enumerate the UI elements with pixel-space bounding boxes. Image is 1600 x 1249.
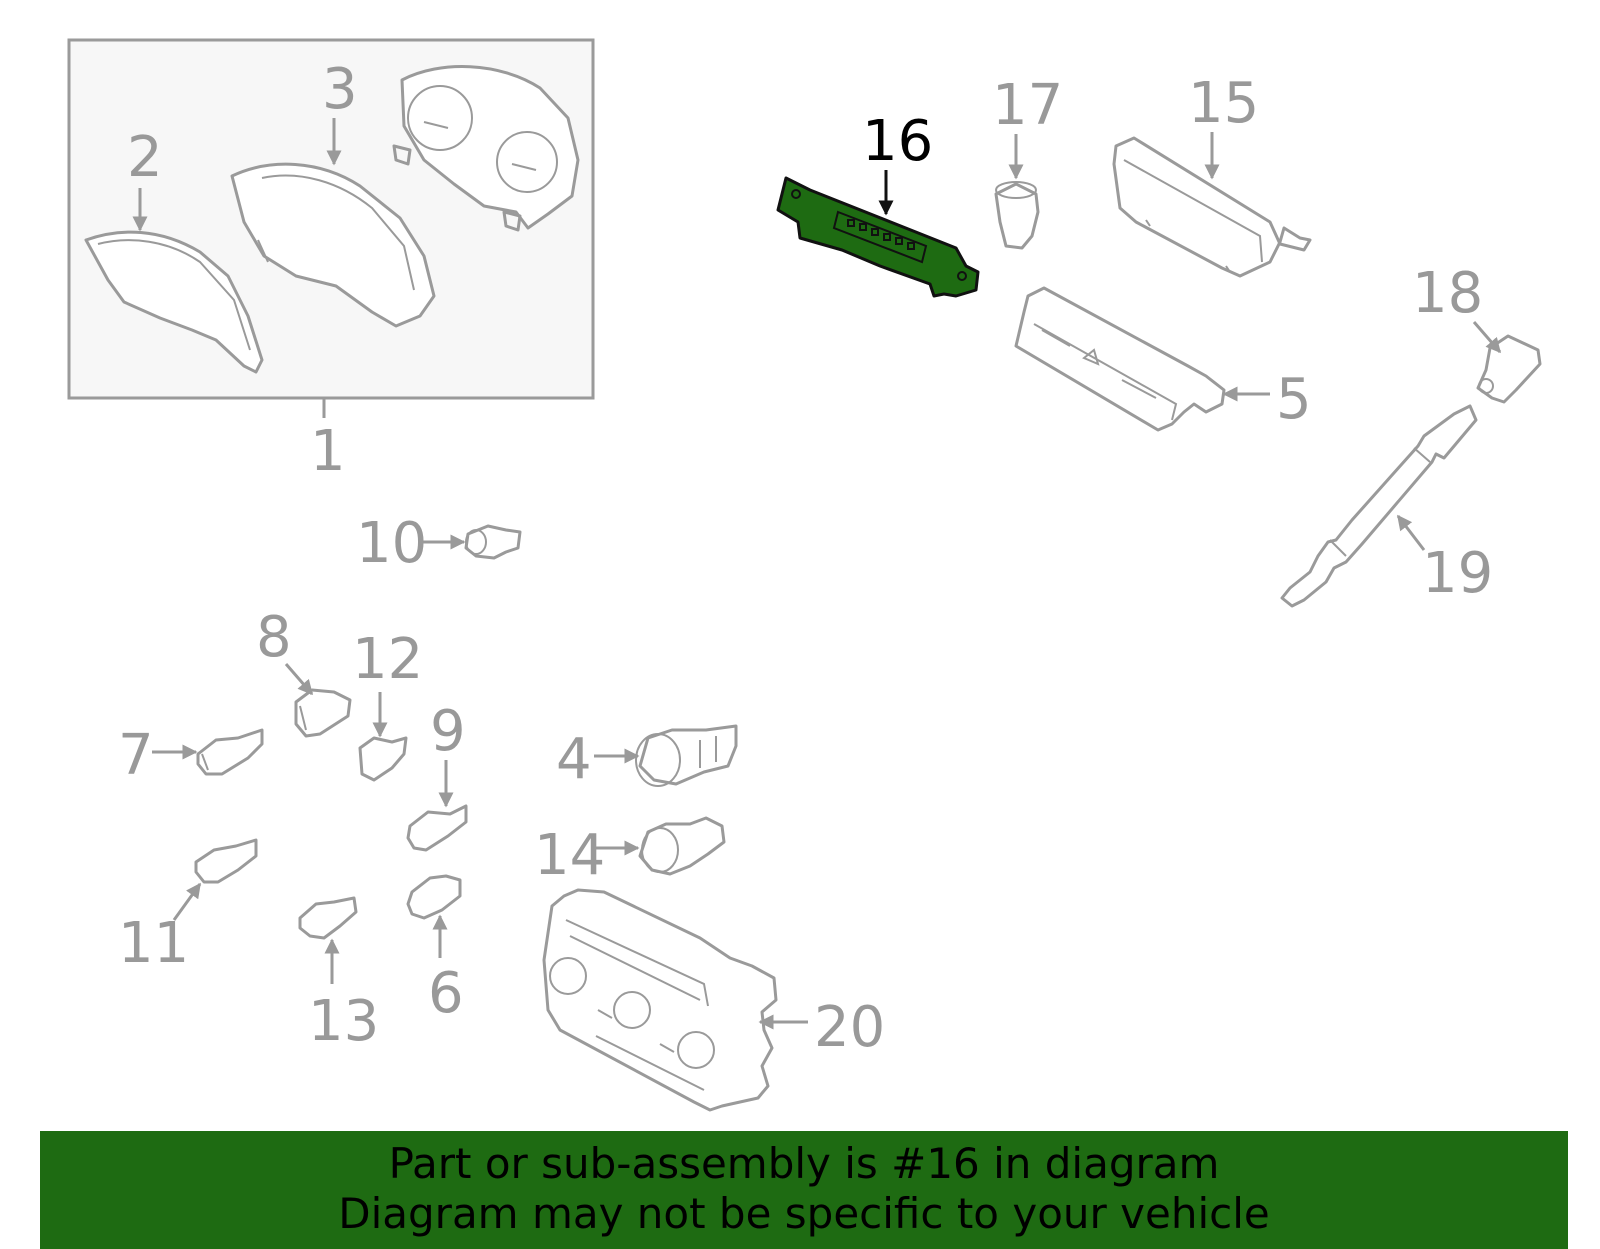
callout-5: 5 [1276,367,1312,432]
part-10-bulb[interactable] [464,524,522,560]
part-20-climate-control-panel[interactable] [542,888,778,1112]
callout-8: 8 [256,605,292,670]
callout-10: 10 [356,511,427,576]
part-2-cluster-lens[interactable] [84,230,264,374]
callout-19: 19 [1422,541,1493,606]
part-14-switch[interactable] [638,816,726,876]
instrument-cluster-body[interactable] [392,65,580,232]
notice-banner: Part or sub-assembly is #16 in diagram D… [40,1131,1568,1249]
part-12-switch[interactable] [358,736,408,782]
callout-2: 2 [127,125,163,190]
part-13-switch[interactable] [298,896,358,940]
callout-1: 1 [310,419,346,484]
part-3-cluster-mask[interactable] [230,162,436,328]
part-17-knob[interactable] [994,181,1040,250]
callout-20: 20 [814,995,885,1060]
callout-6: 6 [428,961,464,1026]
callout-14: 14 [534,823,605,888]
part-15-panel[interactable] [1112,136,1312,278]
part-4-switch[interactable] [635,724,738,787]
part-8-switch[interactable] [294,688,352,738]
part-16-highlighted-module[interactable] [776,176,980,298]
part-18-connector[interactable] [1476,334,1542,404]
callout-18: 18 [1412,261,1483,326]
banner-line-1: Part or sub-assembly is #16 in diagram [388,1139,1220,1188]
callout-11: 11 [118,911,189,976]
part-9-switch[interactable] [406,804,468,852]
part-19-shaft[interactable] [1280,404,1478,608]
part-11-switch[interactable] [194,838,258,884]
part-7-switch[interactable] [196,728,264,776]
callout-17: 17 [992,73,1063,138]
callout-7: 7 [118,723,154,788]
banner-line-2: Diagram may not be specific to your vehi… [338,1189,1270,1238]
callout-13: 13 [308,989,379,1054]
part-5-switch-panel[interactable] [1014,286,1226,432]
callout-15: 15 [1188,71,1259,136]
part-6-switch[interactable] [406,874,462,920]
callout-3: 3 [322,57,358,122]
callout-4: 4 [556,727,592,792]
callout-9: 9 [430,699,466,764]
callout-16: 16 [862,109,933,174]
callout-12: 12 [352,627,423,692]
